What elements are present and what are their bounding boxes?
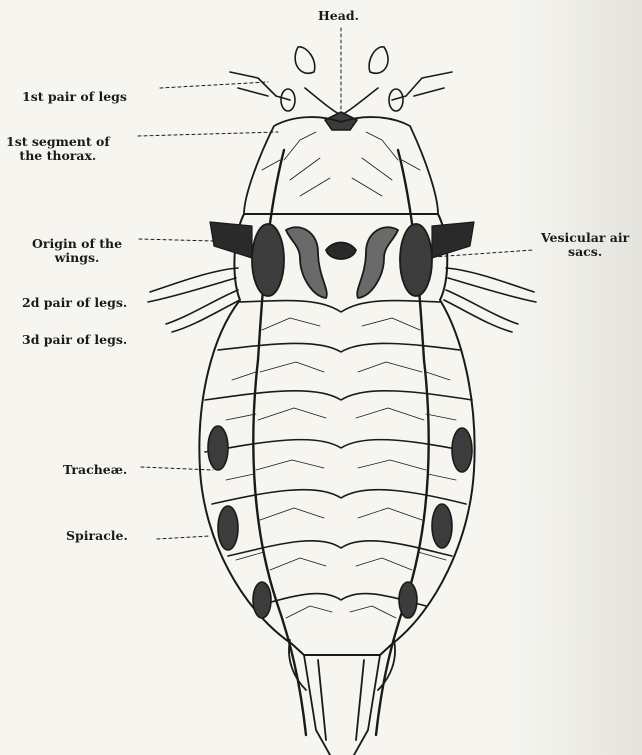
spiracles <box>208 426 472 618</box>
leader-wings <box>139 239 214 241</box>
spiracle-right-2 <box>432 504 452 548</box>
leader-spiracle <box>157 536 210 539</box>
air-sac-right <box>400 224 432 296</box>
air-sac-left <box>252 224 284 296</box>
second-leg-right-lower <box>448 278 536 302</box>
spiracle-left-2 <box>218 506 238 550</box>
first-leg-left-2 <box>238 88 268 96</box>
branch-thorax-right <box>352 132 420 196</box>
central-air-sac <box>326 243 356 260</box>
second-leg-left-upper <box>150 268 238 292</box>
vesicular-air-sacs <box>252 224 432 298</box>
fine-tracheal-branches <box>226 132 456 618</box>
leader-tracheae <box>141 467 213 470</box>
spiracle-left-1 <box>208 426 228 470</box>
first-leg-right <box>392 72 452 100</box>
first-leg-right-2 <box>414 88 444 96</box>
segment-lines <box>205 301 472 606</box>
spiracle-right-1 <box>452 428 472 472</box>
second-leg-right-upper <box>446 268 534 292</box>
air-sac-inner-right <box>357 227 398 298</box>
first-leg-right-joint <box>389 89 403 111</box>
segment-line-4 <box>205 440 472 452</box>
body-outline <box>199 214 474 655</box>
segment-line-3 <box>205 391 472 400</box>
tail-right <box>354 655 380 755</box>
mouth-plate <box>325 112 357 130</box>
branch-abdomen-left <box>256 318 326 470</box>
spiracle-right-3 <box>399 582 417 618</box>
second-leg-left-lower <box>148 278 236 302</box>
air-sac-inner-left <box>286 227 327 298</box>
spiracle-left-3 <box>253 582 271 618</box>
branch-thorax-left <box>262 132 330 196</box>
segment-line-1 <box>240 301 440 312</box>
legs-2-and-3 <box>148 268 536 332</box>
tail-inner <box>318 660 364 740</box>
branch-abdomen-right <box>356 318 426 470</box>
leader-first-segment <box>138 132 278 136</box>
left-palp <box>295 47 315 73</box>
tail-appendages <box>289 640 395 755</box>
right-palp <box>369 47 388 73</box>
leader-first-legs <box>160 82 268 88</box>
right-wing-origin <box>432 222 474 258</box>
left-wing-origin <box>210 222 252 258</box>
